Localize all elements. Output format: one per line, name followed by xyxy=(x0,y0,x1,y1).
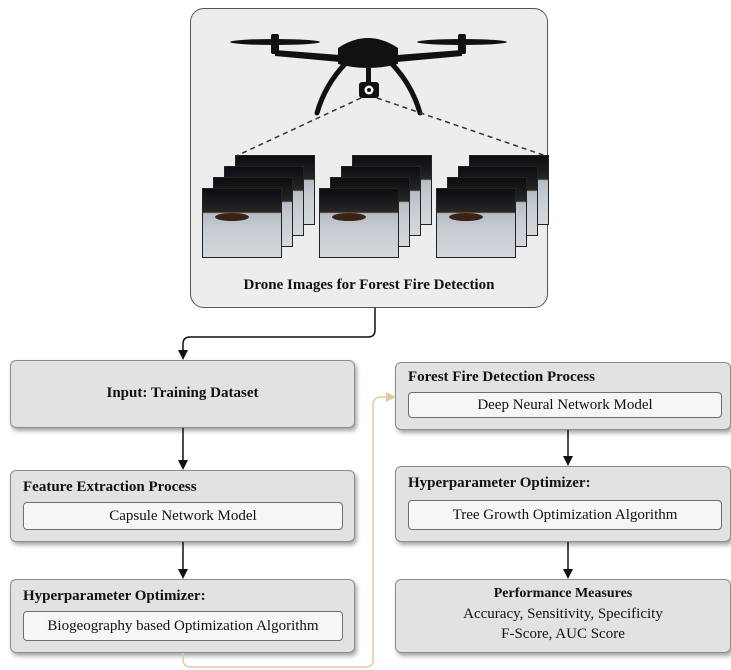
biogeography-optimization-algorithm: Biogeography based Optimization Algorith… xyxy=(23,611,343,641)
image-frame xyxy=(202,188,282,258)
connector-optimizer-to-detection xyxy=(182,392,396,668)
image-stack-middle xyxy=(319,155,432,258)
camera-projection-lines xyxy=(235,97,547,157)
tree-growth-optimization-algorithm: Tree Growth Optimization Algorithm xyxy=(408,500,722,530)
image-stack-right xyxy=(436,155,549,258)
drone-icon xyxy=(230,34,507,116)
image-frame xyxy=(436,188,516,258)
image-frame xyxy=(319,188,399,258)
performance-measures-title: Performance Measures xyxy=(493,586,633,601)
image-stack-left xyxy=(202,155,315,258)
forest-fire-detection-title: Forest Fire Detection Process xyxy=(408,369,596,385)
deep-neural-network-model: Deep Neural Network Model xyxy=(408,392,722,418)
forest-fire-detection-box: Forest Fire Detection Process Deep Neura… xyxy=(395,362,731,430)
performance-measures-line1: Accuracy, Sensitivity, Specificity xyxy=(463,606,663,622)
input-training-dataset-title: Input: Training Dataset xyxy=(106,385,259,401)
drone-images-caption: Drone Images for Forest Fire Detection xyxy=(243,277,495,293)
biogeography-optimizer-title: Hyperparameter Optimizer: xyxy=(23,588,206,604)
connector-top-to-input xyxy=(178,308,376,360)
feature-extraction-title: Feature Extraction Process xyxy=(23,479,197,495)
feature-extraction-box: Feature Extraction Process Capsule Netwo… xyxy=(10,470,355,542)
performance-measures-line2: F-Score, AUC Score xyxy=(501,626,625,642)
camera-icon xyxy=(359,82,379,98)
input-training-dataset-box: Input: Training Dataset xyxy=(10,360,355,428)
tree-growth-optimizer-box: Hyperparameter Optimizer: Tree Growth Op… xyxy=(395,466,731,542)
tree-growth-optimizer-title: Hyperparameter Optimizer: xyxy=(408,475,591,491)
biogeography-optimizer-box: Hyperparameter Optimizer: Biogeography b… xyxy=(10,579,355,653)
capsule-network-model: Capsule Network Model xyxy=(23,502,343,530)
